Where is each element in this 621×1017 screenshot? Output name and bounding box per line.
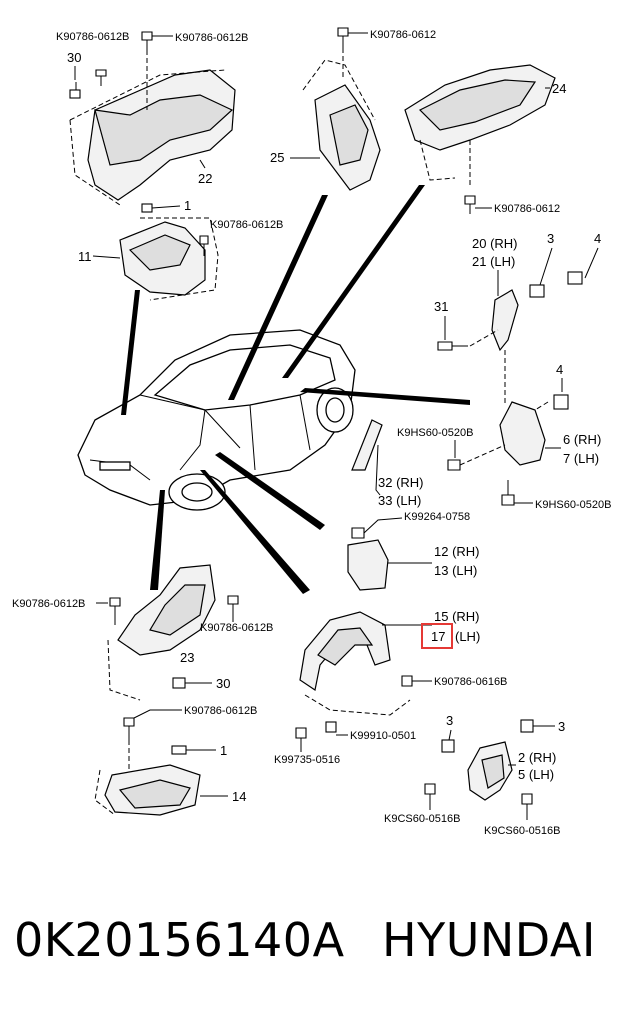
part-3-clip-bottom-right <box>520 719 534 733</box>
part-number: 0K20156140A <box>14 913 345 967</box>
leader-bar-3 <box>282 185 425 378</box>
leader-bar-5 <box>200 470 310 594</box>
part-4-clip-mid <box>553 394 569 410</box>
part-11-bracket <box>119 217 219 301</box>
label-24: 24 <box>552 81 566 96</box>
part-2-5-mudflap <box>467 741 513 801</box>
part-30-clip-bottom <box>172 677 186 689</box>
label-k9cs60-a: K9CS60-0516B <box>384 813 460 825</box>
label-30-bottom: 30 <box>216 676 230 691</box>
label-k99735-0516: K99735-0516 <box>274 754 340 766</box>
bolt-31 <box>437 341 468 351</box>
bolt-k9hs-top <box>447 459 461 471</box>
bolt-11 <box>199 235 209 256</box>
label-4-mid: 4 <box>556 362 563 377</box>
label-13-lh: 13 (LH) <box>434 563 477 578</box>
label-22: 22 <box>198 171 212 186</box>
label-k90786-0612b-a: K90786-0612B <box>56 31 129 43</box>
label-1-top: 1 <box>184 198 191 213</box>
label-k9hs60-top: K9HS60-0520B <box>397 427 473 439</box>
bolt-k99735 <box>295 727 307 752</box>
label-21-lh: 21 (LH) <box>472 254 515 269</box>
part-4-clip-top <box>567 271 583 285</box>
label-1-bottom: 1 <box>220 743 227 758</box>
label-31: 31 <box>434 299 448 314</box>
part-3-clip-top <box>529 284 545 298</box>
label-15-rh: 15 (RH) <box>434 609 480 624</box>
leader-bar-7 <box>300 388 470 405</box>
label-2-rh: 2 (RH) <box>518 750 556 765</box>
label-k90786-0612b-b: K90786-0612B <box>175 32 248 44</box>
label-k90786-0616b: K90786-0616B <box>434 676 507 688</box>
label-14: 14 <box>232 789 246 804</box>
label-12-rh: 12 (RH) <box>434 544 480 559</box>
label-k90786-0612b-bottom: K90786-0612B <box>184 705 257 717</box>
part-6-7-mudguard <box>499 401 546 466</box>
bolt-top-left-b <box>141 31 153 110</box>
label-30-top: 30 <box>67 50 81 65</box>
bolt-bottom-left <box>123 717 135 770</box>
label-32-rh: 32 (RH) <box>378 475 424 490</box>
label-7-lh: 7 (LH) <box>563 451 599 466</box>
leader-bar-2 <box>228 195 328 400</box>
part-k99910-clip <box>325 721 337 733</box>
label-k90786-0612b-mid: K90786-0612B <box>200 622 273 634</box>
bolt-k9hs-bottom <box>501 480 515 506</box>
label-k90786-0612-top: K90786-0612 <box>370 29 436 41</box>
part-14-undercover <box>94 764 201 816</box>
parts-diagram: K90786-0612B K90786-0612B 30 22 1 11 K90… <box>12 27 611 837</box>
bolt-k9cs-b <box>521 793 533 820</box>
footer: 0K20156140A HYUNDAI <box>0 905 621 975</box>
part-1-clip-bottom <box>171 745 187 755</box>
bolt-k90786-0616 <box>401 675 413 687</box>
bolt-left <box>109 597 121 625</box>
brand-name: HYUNDAI <box>382 913 596 967</box>
car-body <box>77 329 356 511</box>
leader-bar-6 <box>215 452 325 530</box>
part-12-13-bracket <box>347 539 389 591</box>
label-23: 23 <box>180 650 194 665</box>
part-30-clip-top <box>69 82 81 99</box>
label-k99264-0758: K99264-0758 <box>404 511 470 523</box>
leader-bar-1 <box>121 290 140 415</box>
label-11-bolt: K90786-0612B <box>210 219 283 231</box>
part-3-clip-bottom-left <box>441 739 455 753</box>
label-3-top: 3 <box>547 231 554 246</box>
part-15-17-fender-liner <box>299 611 411 716</box>
bolt-top-right <box>464 195 476 214</box>
label-11: 11 <box>78 249 92 264</box>
label-3-bottom-left: 3 <box>446 713 453 728</box>
part-25-shield <box>302 59 381 191</box>
label-3-bottom-right: 3 <box>558 719 565 734</box>
label-17-lh: (LH) <box>455 629 480 644</box>
part-22-undercover <box>69 69 236 206</box>
label-k9cs60-b: K9CS60-0516B <box>484 825 560 837</box>
label-6-rh: 6 (RH) <box>563 432 601 447</box>
label-k90786-0612b-left: K90786-0612B <box>12 598 85 610</box>
bolt-k9cs-a <box>424 783 436 810</box>
part-1-clip-top <box>141 203 153 213</box>
label-k99910-0501: K99910-0501 <box>350 730 416 742</box>
bolt-mid <box>227 595 239 605</box>
bolt-top-mid <box>337 27 349 80</box>
label-k9hs60-bottom: K9HS60-0520B <box>535 499 611 511</box>
label-25: 25 <box>270 150 284 165</box>
leader-bar-4 <box>150 490 165 590</box>
label-4-top: 4 <box>594 231 601 246</box>
label-17: 17 <box>431 629 445 644</box>
part-24-heat-shield <box>404 64 556 185</box>
label-k90786-0612-right: K90786-0612 <box>494 203 560 215</box>
label-33-lh: 33 (LH) <box>378 493 421 508</box>
label-5-lh: 5 (LH) <box>518 767 554 782</box>
part-23-splash-shield <box>107 564 216 701</box>
bolt-top-left-a <box>95 69 107 86</box>
highlight-box-17 <box>421 623 453 649</box>
label-20-rh: 20 (RH) <box>472 236 518 251</box>
bolt-k99264 <box>351 527 365 539</box>
part-20-21-bracket <box>491 289 519 352</box>
part-32-33-strip <box>351 419 383 471</box>
